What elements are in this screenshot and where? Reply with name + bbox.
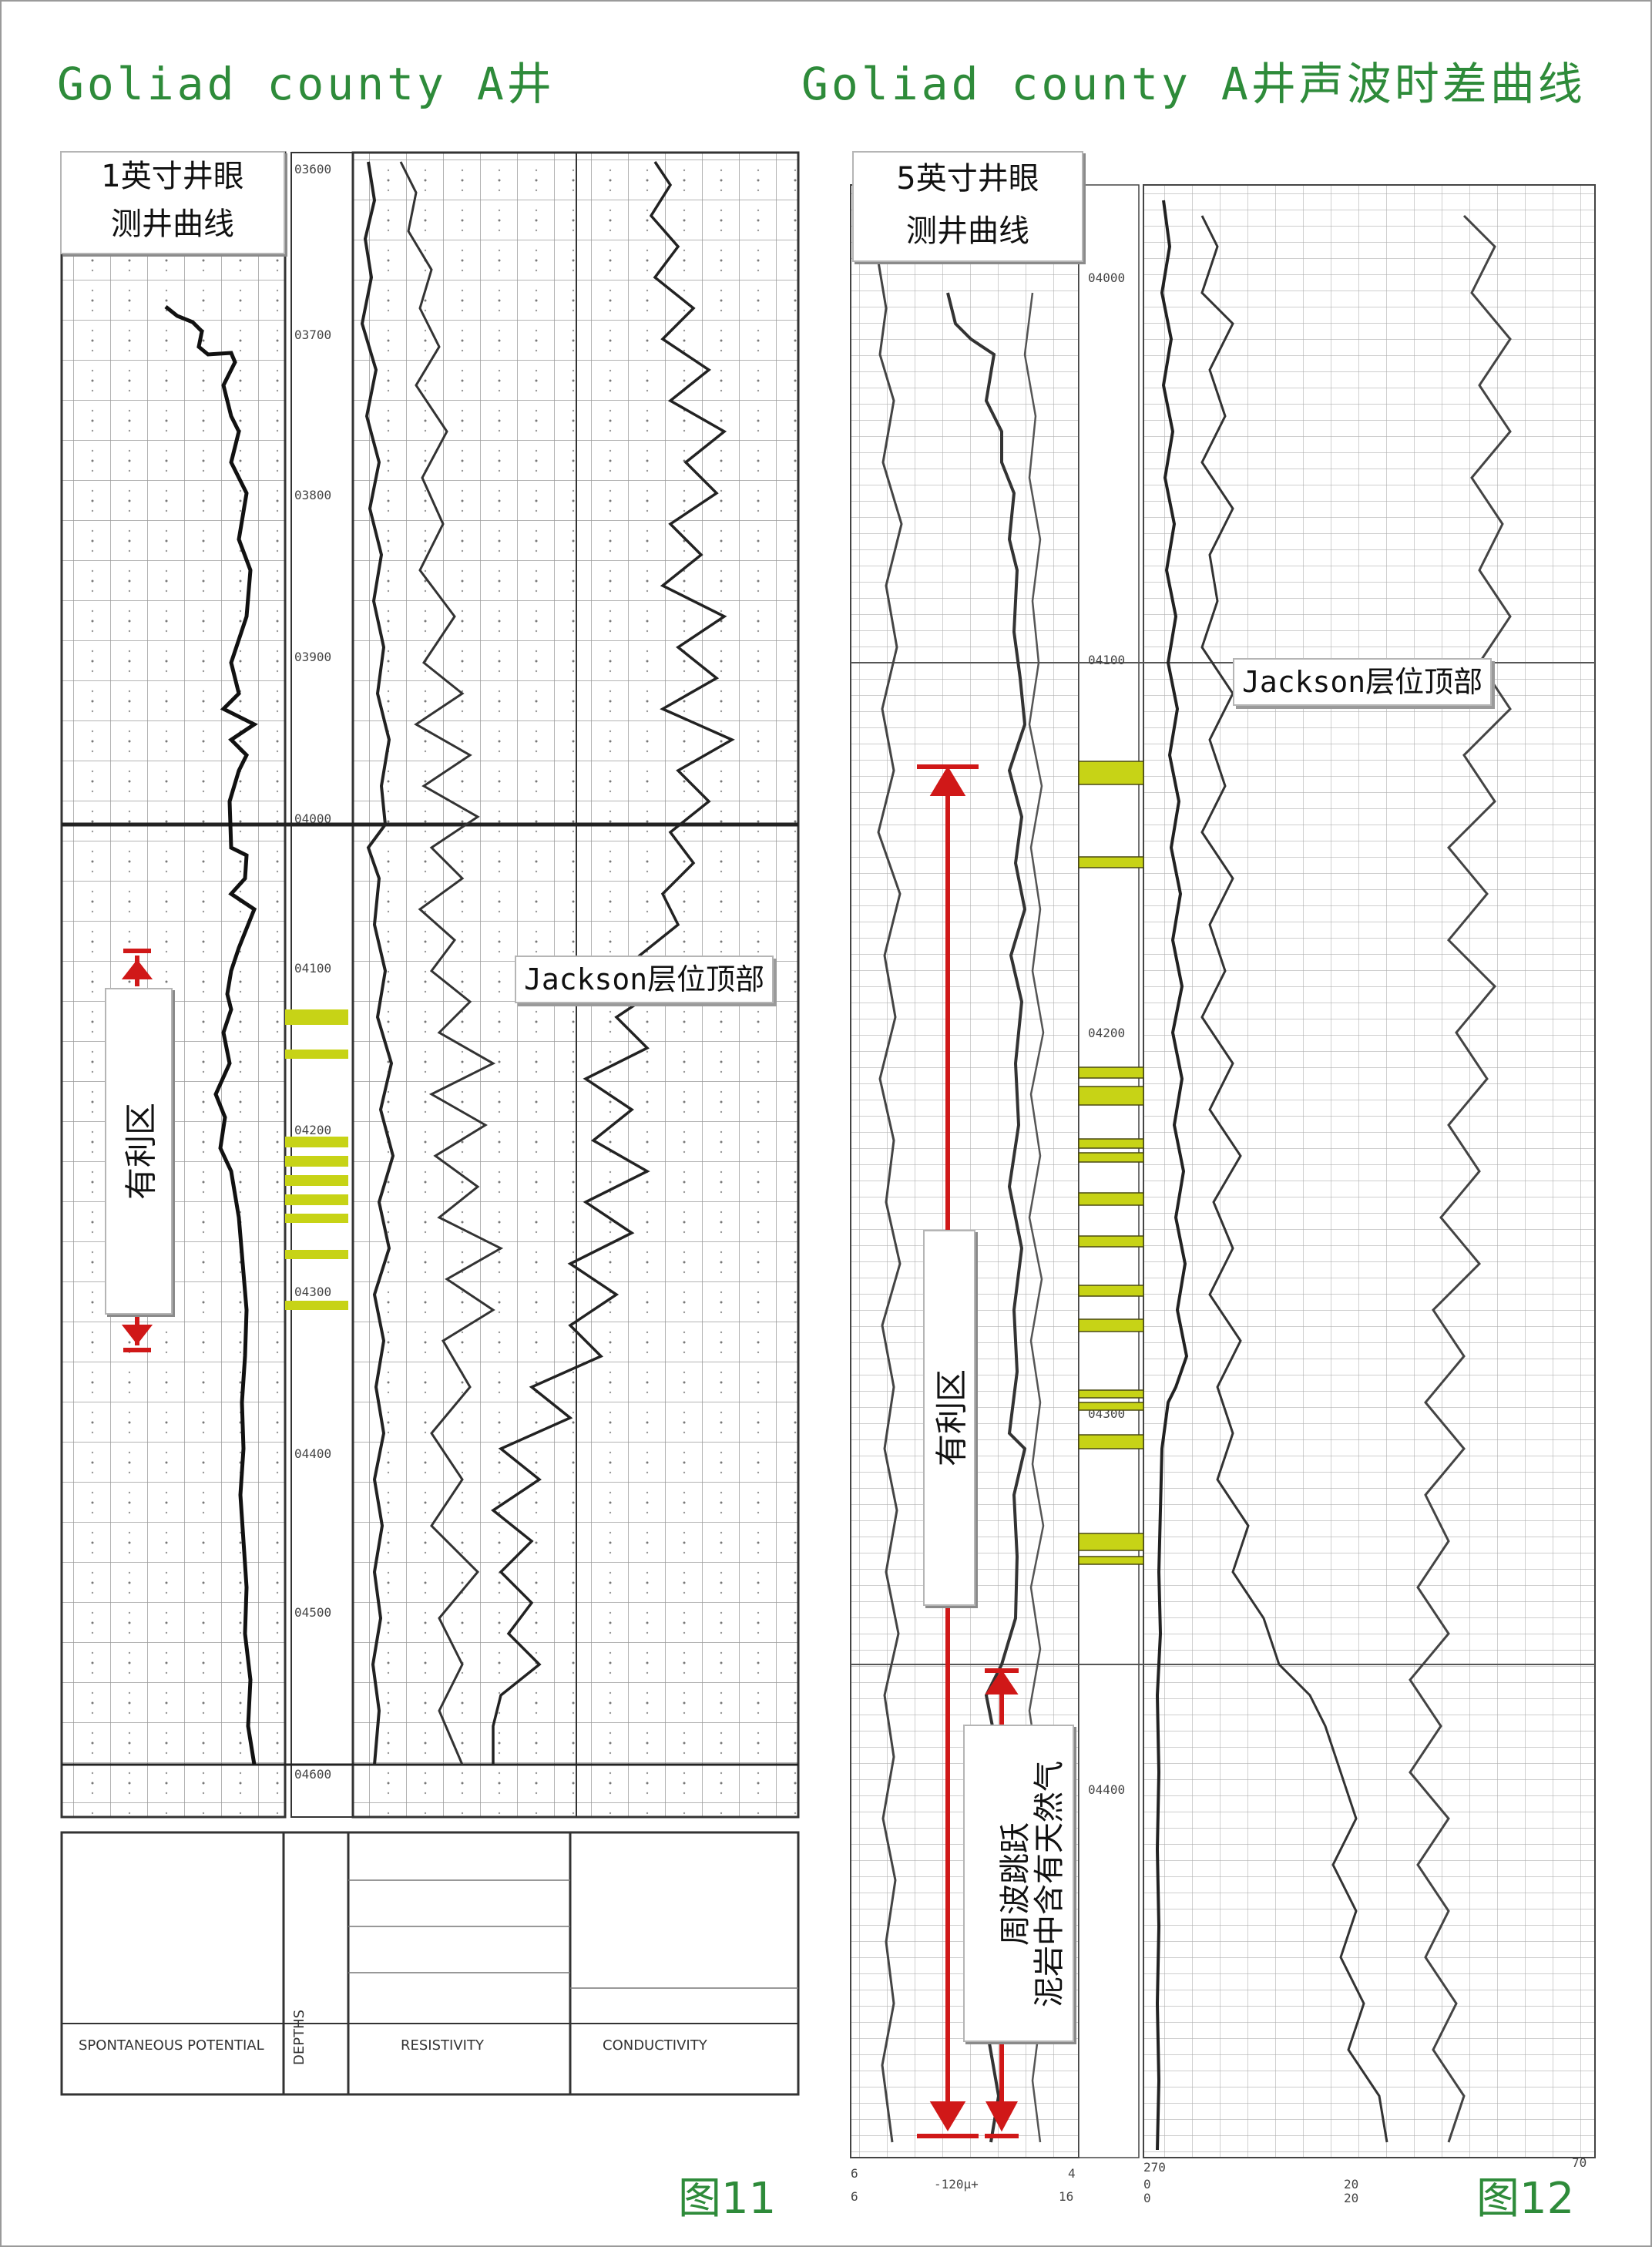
svg-text:04500: 04500 [294,1605,331,1620]
fig12-favorable-zone-box: 有利区 [923,1230,975,1606]
svg-text:04400: 04400 [294,1446,331,1461]
fig11-footer-resistivity: RESISTIVITY [401,2037,485,2054]
fig11-jackson-top-label: Jackson层位顶部 [515,956,774,1003]
svg-text:04200: 04200 [294,1123,331,1137]
fig11-favorable-zone-label: 有利区 [122,1102,160,1201]
svg-text:03800: 03800 [294,488,331,502]
svg-text:04100: 04100 [1088,653,1125,667]
svg-text:6: 6 [851,2189,858,2204]
fig11-favorable-zone-box: 有利区 [105,988,173,1315]
fig12-favorable-zone-label: 有利区 [932,1369,971,1467]
title-fig11: Goliad county A井 [57,58,555,110]
fig11-footer-sp: SPONTANEOUS POTENTIAL [79,2037,264,2054]
svg-text:20: 20 [1344,2191,1358,2205]
fig12-jackson-top-label: Jackson层位顶部 [1233,658,1493,706]
fig12-scale-line2: 测井曲线 [906,213,1029,249]
svg-text:03900: 03900 [294,650,331,664]
fig12-log: 04000 04100 04200 04300 04400 [850,184,1596,2205]
svg-text:04200: 04200 [1088,1026,1125,1040]
svg-text:6: 6 [851,2166,858,2181]
svg-text:70: 70 [1572,2155,1587,2170]
fig11-scale-label: 1英寸井眼 测井曲线 [60,151,285,254]
svg-text:-120μ+: -120μ+ [934,2177,979,2192]
svg-text:270: 270 [1143,2160,1166,2175]
title-fig12: Goliad county A井声波时差曲线 [801,58,1586,110]
fig12-scale-line1: 5英寸井眼 [896,161,1039,196]
svg-text:4: 4 [1068,2166,1076,2181]
fig11-footer-depth: DEPTHS [291,2010,307,2065]
svg-text:04400: 04400 [1088,1782,1125,1797]
fig12-cycle-skip-box: 周波跳跃 泥岩中含有天然气 [963,1725,1074,2042]
svg-text:04000: 04000 [1088,270,1125,285]
fig12-scale-label: 5英寸井眼 测井曲线 [852,151,1083,262]
svg-text:16: 16 [1059,2189,1073,2204]
svg-text:20: 20 [1344,2177,1358,2192]
fig12-cycle-skip-line2: 泥岩中含有天然气 [1032,1761,1067,2007]
fig12-number: 图12 [1476,2174,1575,2224]
svg-text:04000: 04000 [294,811,331,826]
svg-text:04300: 04300 [294,1285,331,1299]
svg-text:04100: 04100 [294,961,331,976]
svg-text:04600: 04600 [294,1767,331,1782]
fig11-scale-line1: 1英寸井眼 [101,159,244,194]
svg-text:03600: 03600 [294,162,331,176]
svg-text:0: 0 [1143,2177,1151,2192]
fig11-number: 图11 [678,2174,777,2224]
svg-text:03700: 03700 [294,327,331,342]
fig11-scale-line2: 测井曲线 [111,207,234,242]
svg-text:0: 0 [1143,2191,1151,2205]
fig11-footer-conductivity: CONDUCTIVITY [603,2037,708,2054]
